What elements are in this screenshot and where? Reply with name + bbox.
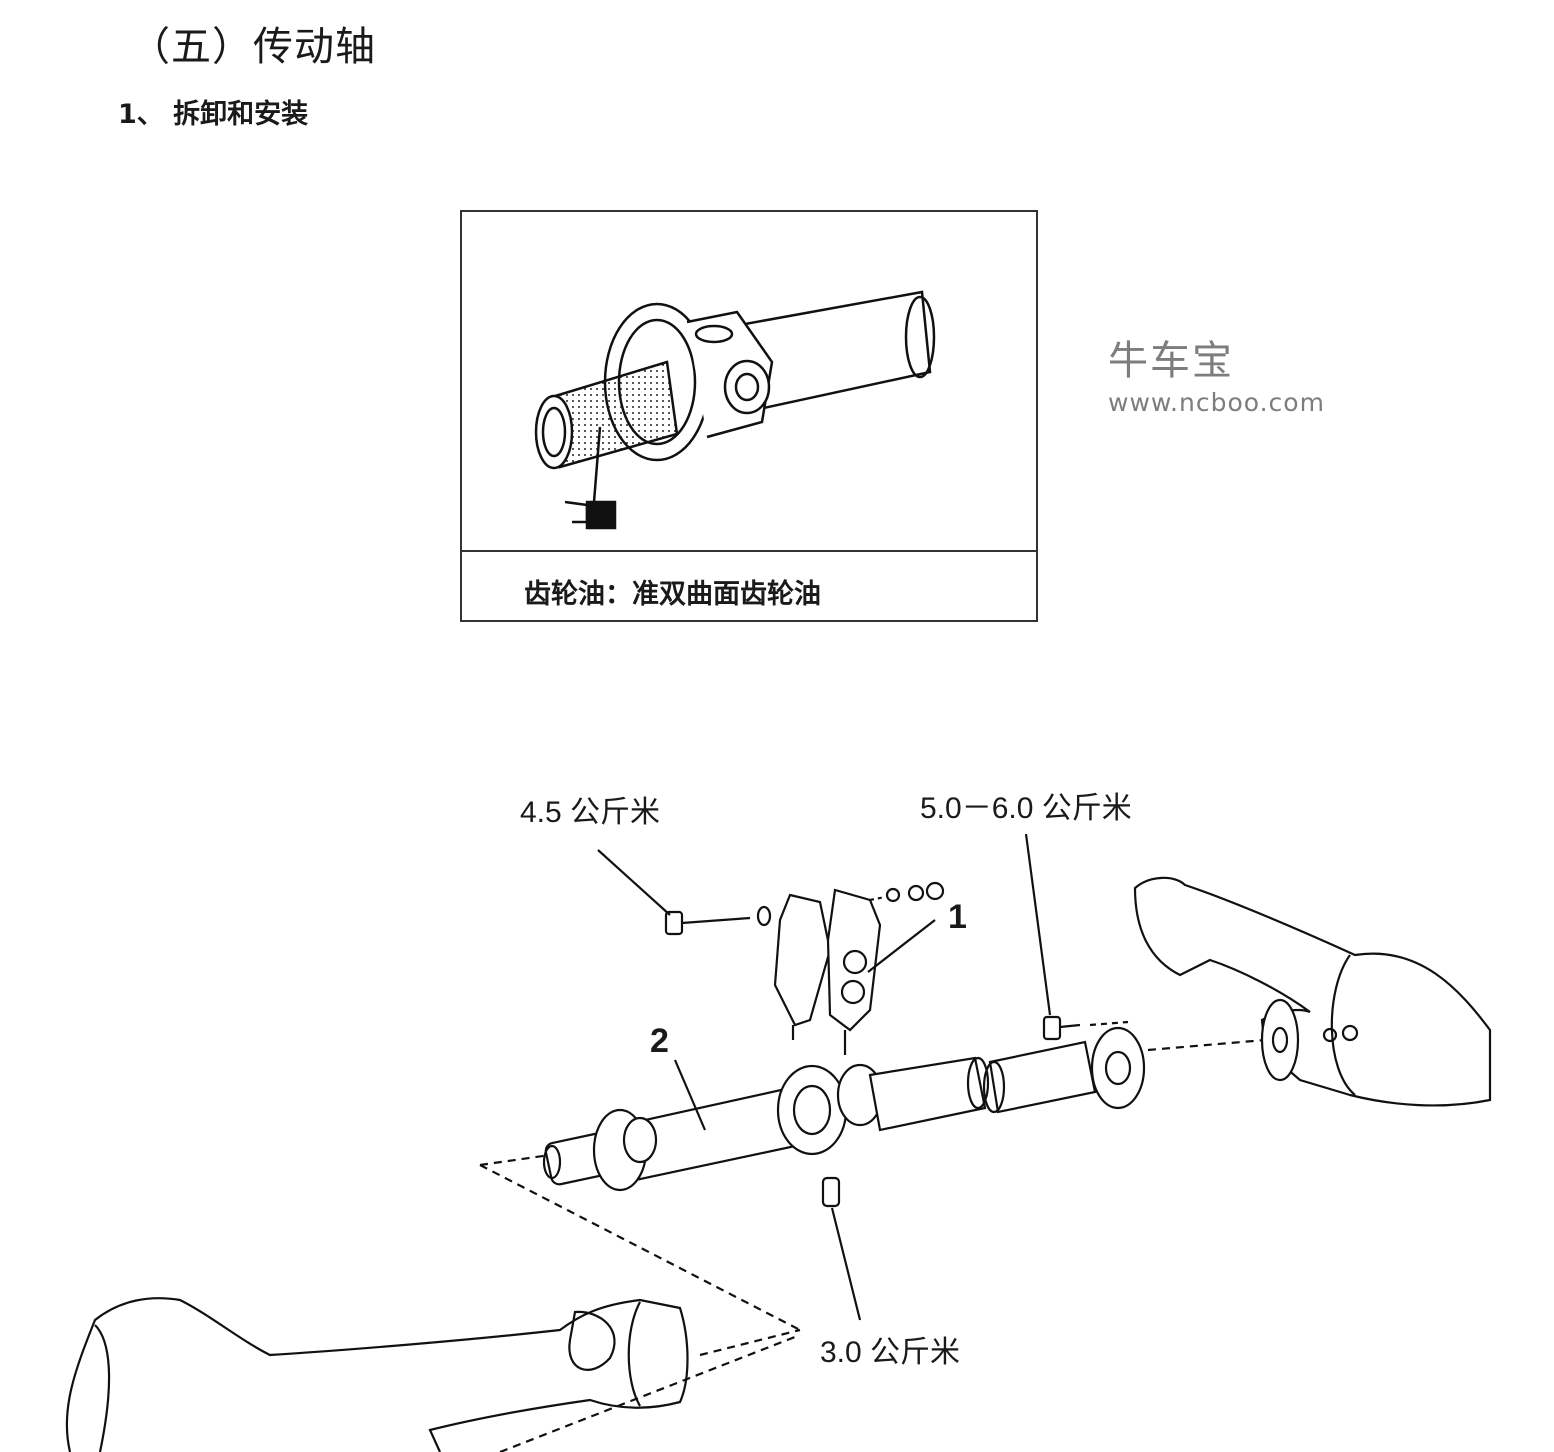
watermark-brand: 牛车宝: [1108, 338, 1234, 384]
lubricant-caption: 齿轮油：准双曲面齿轮油: [462, 550, 1036, 620]
lubrication-figure: 齿轮油：准双曲面齿轮油: [460, 210, 1038, 622]
torque-label-nut: 3.0 公斤米: [820, 1336, 960, 1369]
watermark-url: www.ncboo.com: [1108, 388, 1325, 417]
subsection-title: 1、 拆卸和安装: [118, 99, 309, 130]
propeller-shaft-exploded-diagram: 4.5 公斤米 5.0－6.0 公斤米 3.0 公斤米 1 2: [65, 792, 1492, 1452]
yoke-sleeve-illustration: [534, 290, 936, 530]
part-number-2: 2: [650, 1022, 669, 1060]
torque-label-bolt-left: 4.5 公斤米: [520, 796, 660, 829]
part-number-1: 1: [948, 898, 967, 936]
watermark: 牛车宝 www.ncboo.com: [1108, 328, 1325, 417]
section-title: （五）传动轴: [130, 24, 376, 70]
torque-label-bolt-right: 5.0－6.0 公斤米: [920, 792, 1132, 825]
